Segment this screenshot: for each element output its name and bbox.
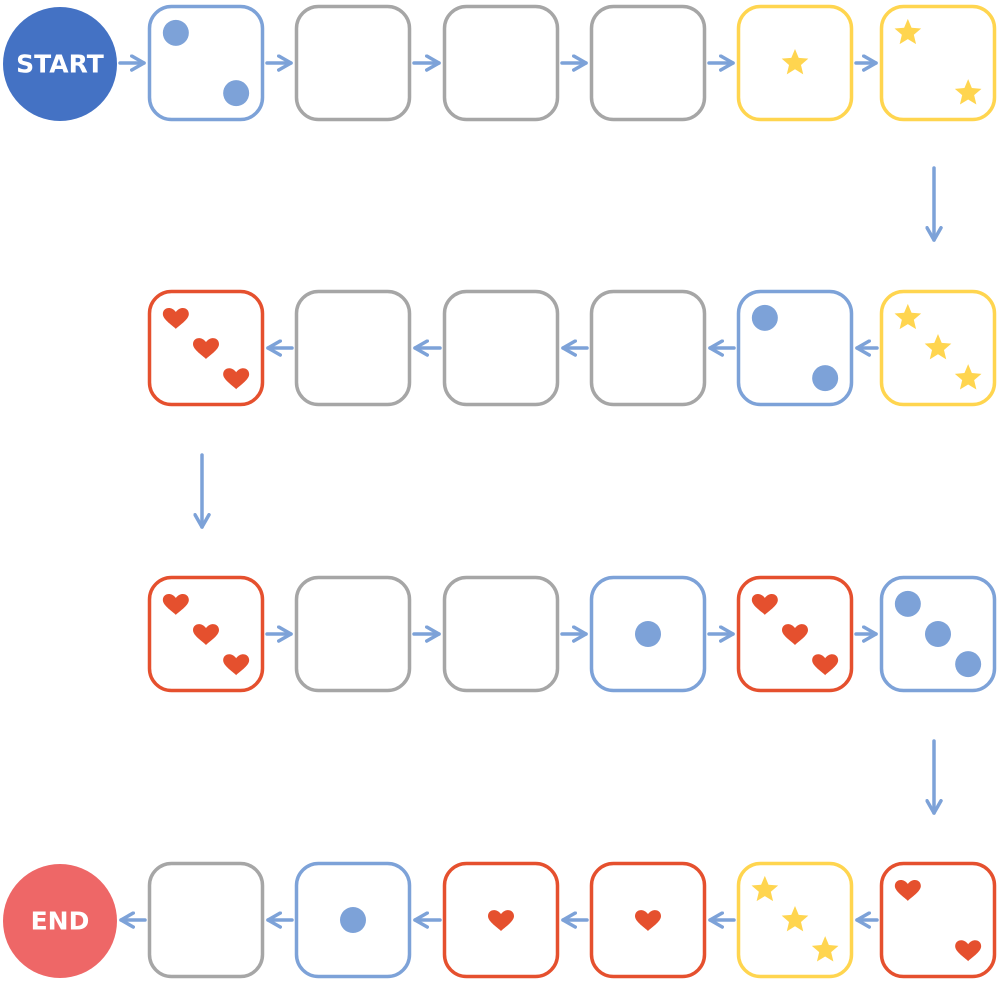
arrows-layer xyxy=(118,54,943,929)
tile xyxy=(294,4,412,122)
tile xyxy=(147,289,265,407)
tile-border xyxy=(736,289,854,407)
heart-icon xyxy=(812,654,839,676)
tile xyxy=(147,4,265,122)
heart-icon xyxy=(635,910,661,932)
heart-icon xyxy=(162,307,189,329)
start-circle xyxy=(3,7,117,121)
tile-border xyxy=(442,575,560,693)
tile xyxy=(294,575,412,693)
star-icon xyxy=(781,906,809,932)
heart-icon xyxy=(193,338,219,360)
heart-icon xyxy=(193,624,219,646)
heart-icon xyxy=(955,940,982,962)
dot-icon xyxy=(751,304,778,331)
tile-border xyxy=(294,4,412,122)
tile-border xyxy=(879,4,997,122)
tile xyxy=(879,4,997,122)
dot-icon xyxy=(162,19,189,46)
tile-border xyxy=(442,289,560,407)
tile xyxy=(879,575,997,693)
tile-border xyxy=(147,861,265,979)
tile-border xyxy=(294,575,412,693)
tile xyxy=(294,861,412,979)
tile xyxy=(589,4,707,122)
tile xyxy=(736,861,854,979)
heart-icon xyxy=(894,879,921,901)
star-icon xyxy=(894,18,922,45)
star-icon xyxy=(954,79,982,105)
star-icon xyxy=(954,364,982,390)
dot-icon xyxy=(340,907,366,933)
heart-icon xyxy=(162,593,189,615)
tile-border xyxy=(442,4,560,122)
tile xyxy=(879,289,997,407)
tile-border xyxy=(589,4,707,122)
tile xyxy=(736,4,854,122)
tile-border xyxy=(294,289,412,407)
tiles-layer xyxy=(147,4,997,979)
heart-icon xyxy=(488,910,514,932)
tile-border xyxy=(589,289,707,407)
tile xyxy=(147,575,265,693)
star-icon xyxy=(924,334,952,360)
start-node: START xyxy=(3,7,117,121)
tile-border xyxy=(147,4,265,122)
end-label: END xyxy=(31,907,90,936)
tile xyxy=(442,861,560,979)
tile xyxy=(442,575,560,693)
tile xyxy=(589,861,707,979)
tile xyxy=(736,289,854,407)
heart-icon xyxy=(223,368,250,390)
heart-icon xyxy=(782,624,808,646)
tile xyxy=(879,861,997,979)
star-icon xyxy=(811,936,839,962)
heart-icon xyxy=(223,654,250,676)
star-icon xyxy=(781,49,809,75)
dot-icon xyxy=(812,365,839,392)
dot-icon xyxy=(894,590,921,617)
tile xyxy=(589,575,707,693)
end-circle xyxy=(3,864,117,978)
heart-icon xyxy=(751,593,778,615)
dot-icon xyxy=(635,621,661,647)
tile xyxy=(736,575,854,693)
tile xyxy=(442,4,560,122)
dot-icon xyxy=(955,651,982,678)
end-node: END xyxy=(3,864,117,978)
dot-icon xyxy=(223,80,250,107)
start-label: START xyxy=(16,50,104,79)
star-icon xyxy=(751,875,779,902)
tile xyxy=(442,289,560,407)
tile xyxy=(589,289,707,407)
tile xyxy=(294,289,412,407)
star-icon xyxy=(894,303,922,330)
tile xyxy=(147,861,265,979)
dot-icon xyxy=(925,621,951,647)
